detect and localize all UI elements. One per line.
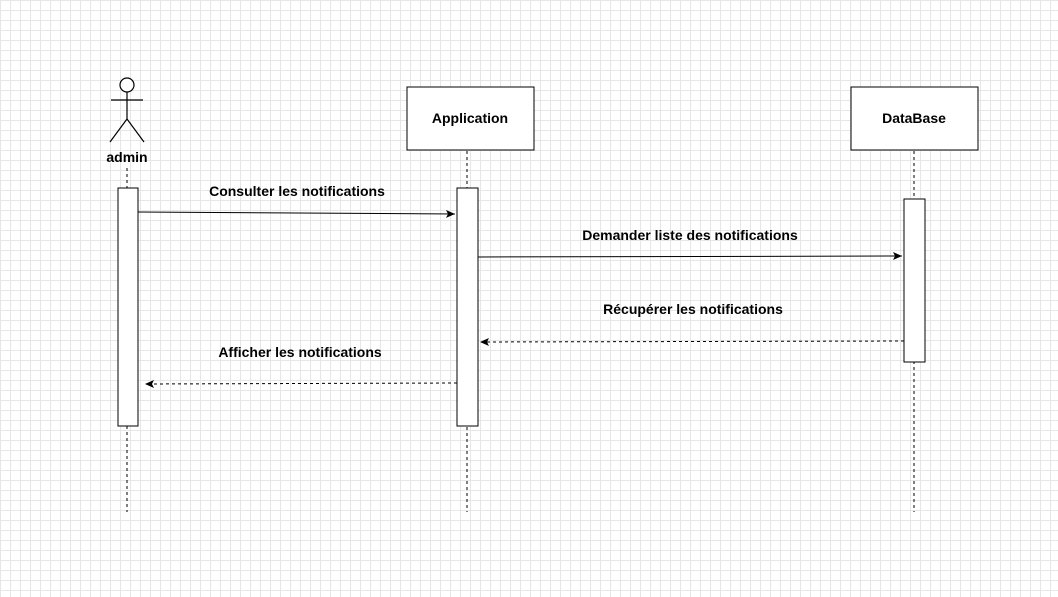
admin-label: admin	[106, 149, 147, 165]
database-activation-bar	[903, 198, 926, 363]
database-box[interactable]	[850, 86, 979, 151]
application-activation-bar	[456, 187, 479, 427]
message-label-recuperer: Récupérer les notifications	[603, 301, 783, 317]
admin-activation-bar	[117, 187, 139, 427]
application-box[interactable]	[406, 86, 535, 151]
message-arrow-recuperer[interactable]	[479, 337, 905, 346]
application-label: Application	[432, 110, 508, 126]
message-label-consulter: Consulter les notifications	[209, 183, 385, 199]
admin-actor-icon[interactable]	[109, 77, 145, 143]
message-arrow-consulter[interactable]	[137, 209, 456, 218]
message-arrow-demander[interactable]	[477, 252, 903, 261]
message-arrow-afficher[interactable]	[144, 379, 458, 388]
message-label-demander: Demander liste des notifications	[582, 227, 798, 243]
message-label-afficher: Afficher les notifications	[218, 344, 382, 360]
database-label: DataBase	[882, 110, 946, 126]
